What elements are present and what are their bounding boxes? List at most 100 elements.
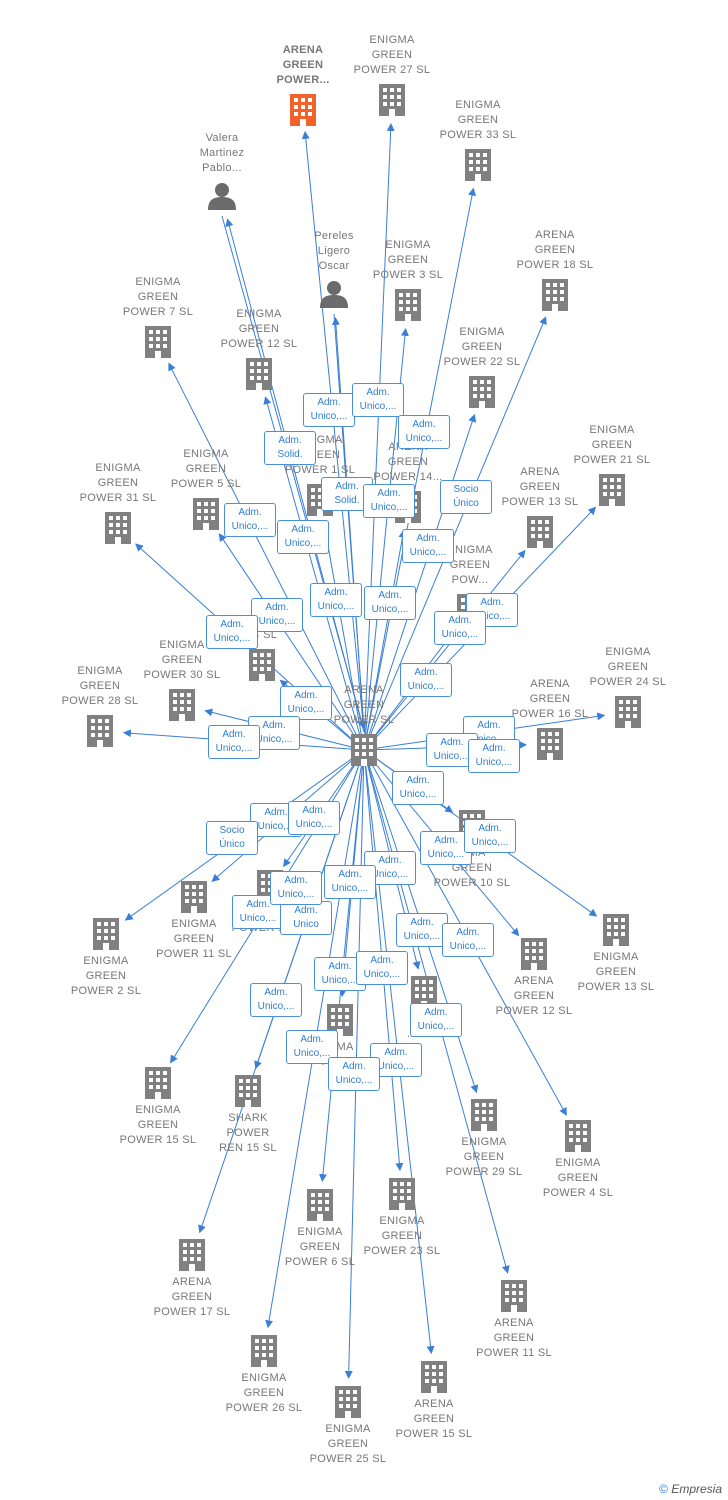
n_eg25-company-icon[interactable]: [335, 1386, 361, 1418]
n_eg5-company-icon[interactable]: [193, 498, 219, 530]
n_eg28-company-icon[interactable]: [87, 715, 113, 747]
edge-role-label[interactable]: Adm.Unico,...: [442, 923, 494, 957]
edge-role-label[interactable]: Adm.Unico,...: [270, 871, 322, 905]
edge-role-label[interactable]: Adm.Unico,...: [410, 1003, 462, 1037]
n_eg29-company-icon[interactable]: [471, 1099, 497, 1131]
edge-role-label[interactable]: Adm.Unico,...: [208, 725, 260, 759]
n_eg3-company-icon[interactable]: [395, 289, 421, 321]
n_shark-company-icon[interactable]: [235, 1075, 261, 1107]
edge-role-label[interactable]: Adm.Unico,...: [356, 951, 408, 985]
n_eg15-company-icon[interactable]: [145, 1067, 171, 1099]
n_ag18-company-icon[interactable]: [542, 279, 568, 311]
edge-role-label[interactable]: Adm.Unico,...: [396, 913, 448, 947]
n_e14-company-icon[interactable]: [249, 649, 275, 681]
edge-role-label[interactable]: Adm.Unico,...: [402, 529, 454, 563]
edge-role-label[interactable]: Adm.Unico,...: [310, 583, 362, 617]
n_eg22-company-icon[interactable]: [469, 376, 495, 408]
edge-role-label[interactable]: Adm.Unico,...: [288, 801, 340, 835]
n_eg6-company-icon[interactable]: [307, 1189, 333, 1221]
edge-role-label[interactable]: Adm.Unico,...: [250, 983, 302, 1017]
center-company-icon[interactable]: [351, 734, 377, 766]
edge-role-label[interactable]: Adm.Solid.: [264, 431, 316, 465]
n_ag11-company-icon[interactable]: [501, 1280, 527, 1312]
n_eg12-company-icon[interactable]: [246, 358, 272, 390]
edge-role-label[interactable]: Adm.Unico,...: [420, 831, 472, 865]
n_ag15-company-icon[interactable]: [421, 1361, 447, 1393]
edge-role-label[interactable]: Adm.Unico,...: [352, 383, 404, 417]
edge-role-label[interactable]: Adm.Unico,...: [398, 415, 450, 449]
edge-role-label[interactable]: Adm.Unico,...: [251, 598, 303, 632]
n_eg4-company-icon[interactable]: [565, 1120, 591, 1152]
p_pereles-person-icon[interactable]: [320, 281, 348, 308]
n_eg31-company-icon[interactable]: [105, 512, 131, 544]
edge-role-label[interactable]: Adm.Unico,...: [280, 686, 332, 720]
edge-role-label[interactable]: Adm.Unico,...: [277, 520, 329, 554]
edge-role-label[interactable]: Adm.Unico,...: [392, 771, 444, 805]
edge-role-label[interactable]: Adm.Unico,...: [224, 503, 276, 537]
edge-role-label[interactable]: Adm.Unico,...: [206, 615, 258, 649]
edge-role-label[interactable]: Adm.Unico,...: [303, 393, 355, 427]
n_eg23-company-icon[interactable]: [389, 1178, 415, 1210]
n_ag12-company-icon[interactable]: [521, 938, 547, 970]
n_eg21-company-icon[interactable]: [599, 474, 625, 506]
edge-role-label[interactable]: Adm.Unico: [280, 901, 332, 935]
n_ag16-company-icon[interactable]: [537, 728, 563, 760]
n_eg24-company-icon[interactable]: [615, 696, 641, 728]
n_eg11-company-icon[interactable]: [181, 881, 207, 913]
n_eg26-company-icon[interactable]: [251, 1335, 277, 1367]
edge-role-label[interactable]: Adm.Unico,...: [364, 586, 416, 620]
n_eg27-company-icon[interactable]: [379, 84, 405, 116]
main-company-icon[interactable]: [290, 94, 316, 126]
n_eg33-company-icon[interactable]: [465, 149, 491, 181]
edge-role-label[interactable]: Adm.Unico,...: [468, 739, 520, 773]
edge-role-label[interactable]: Adm.Unico,...: [324, 865, 376, 899]
edge-role-label[interactable]: Adm.Unico,...: [464, 819, 516, 853]
n_ag13-company-icon[interactable]: [527, 516, 553, 548]
n_eg7-company-icon[interactable]: [145, 326, 171, 358]
p_valera-person-icon[interactable]: [208, 183, 236, 210]
n_eg30-company-icon[interactable]: [169, 689, 195, 721]
n_ag17-company-icon[interactable]: [179, 1239, 205, 1271]
edge-role-label[interactable]: Adm.Unico,...: [363, 484, 415, 518]
edge-role-label[interactable]: Adm.Unico,...: [400, 663, 452, 697]
n_eg13-company-icon[interactable]: [603, 914, 629, 946]
brand-logo[interactable]: Empresia: [671, 1482, 722, 1496]
edge-role-label[interactable]: Adm.Unico,...: [328, 1057, 380, 1091]
